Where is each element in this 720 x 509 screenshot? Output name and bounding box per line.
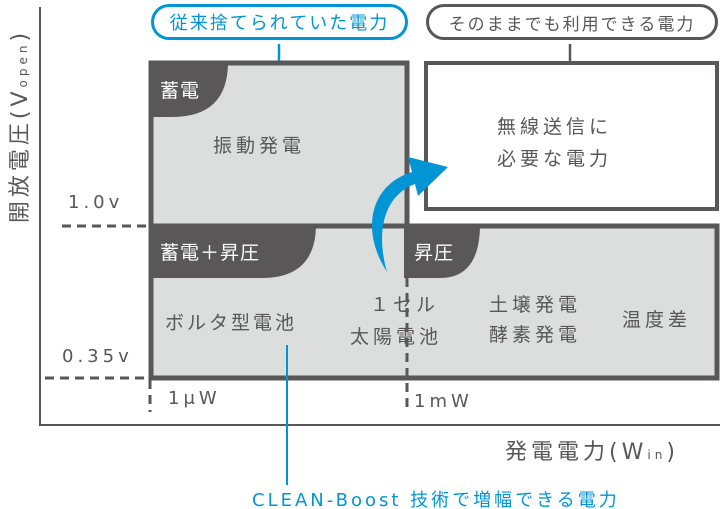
x-axis-unit-sub: in [647, 448, 667, 462]
y-axis-unit: V [8, 87, 33, 107]
x-axis-unit: W [621, 440, 648, 465]
x-tick-1uw: 1μW [168, 388, 221, 409]
volta-battery: ボルタ型電池 [165, 312, 298, 334]
vibration-generation: 振動発電 [213, 135, 306, 157]
direct-region [424, 61, 719, 211]
x-axis-label: 発電電力 [505, 440, 610, 465]
boost-arrow-icon [371, 157, 448, 272]
clean-boost-callout: CLEAN-Boost 技術で増幅できる電力 [252, 490, 620, 509]
usable-power-label: そのままでも利用できる電力 [448, 14, 696, 35]
boost-tag: 昇圧 [414, 242, 455, 264]
storage-tag: 蓄電 [160, 80, 201, 102]
enzyme-generation: 酵素発電 [489, 324, 582, 346]
y-axis-unit-sub: open [16, 41, 30, 88]
direct-line2: 必要な電力 [497, 148, 613, 170]
soil-generation: 土壌発電 [489, 294, 582, 316]
x-tick-1mw: 1mW [414, 391, 473, 412]
y-axis-title: 開放電圧(Vopen) [8, 28, 33, 224]
storage-boost-tab [149, 224, 316, 278]
direct-line1: 無線送信に [497, 116, 613, 138]
wasted-power-callout: 従来捨てられていた電力 [151, 4, 408, 40]
x-axis-title: 発電電力(Win) [505, 440, 679, 465]
y-tick-1v: 1.0v [68, 192, 124, 213]
y-tick-035v: 0.35v [62, 346, 133, 367]
y-axis-label: 開放電圧 [8, 119, 33, 224]
solar-cell-line2: 太陽電池 [350, 326, 443, 348]
storage-boost-tag: 蓄電＋昇圧 [160, 242, 261, 264]
boost-tab [404, 224, 480, 278]
usable-power-callout: そのままでも利用できる電力 [426, 4, 718, 40]
solar-cell-line1: １セル [370, 294, 440, 316]
temperature-difference: 温度差 [622, 309, 692, 331]
storage-tab [149, 61, 228, 117]
wasted-power-label: 従来捨てられていた電力 [169, 13, 390, 34]
